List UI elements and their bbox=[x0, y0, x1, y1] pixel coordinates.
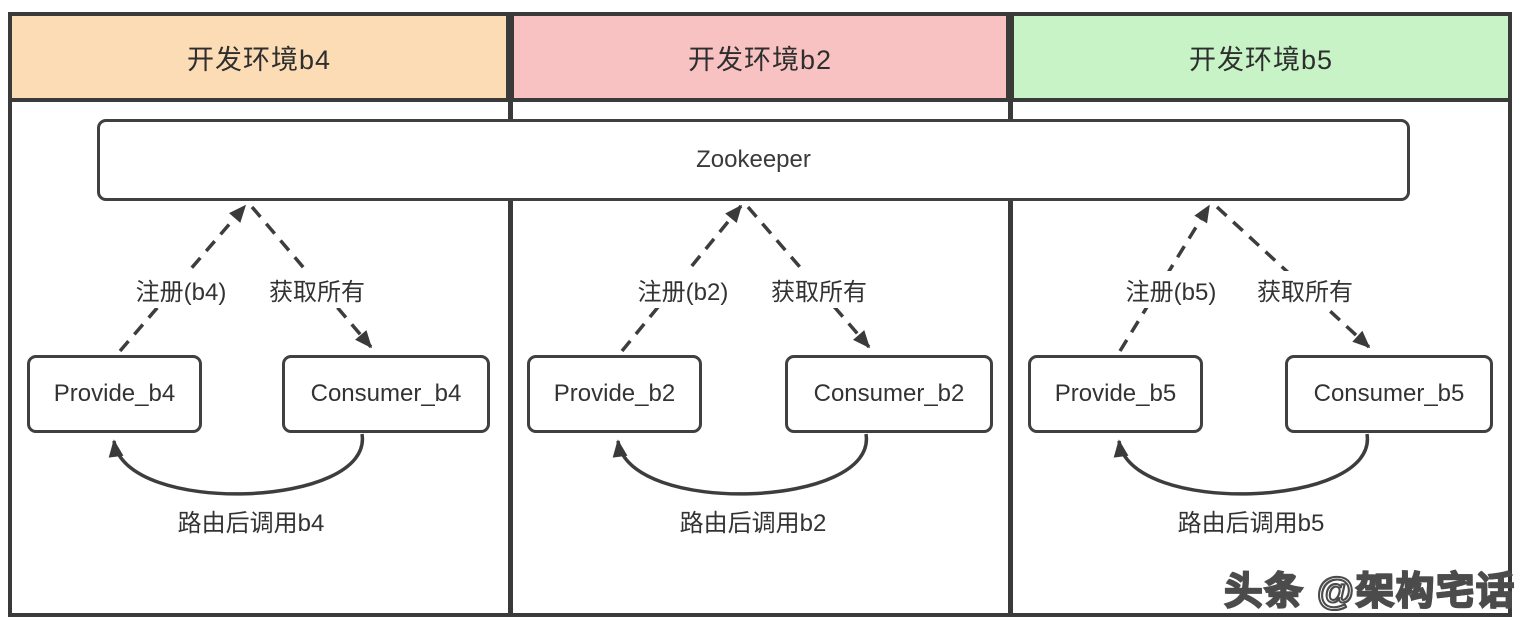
column-divider-1 bbox=[508, 101, 513, 613]
register-label-b5: 注册(b5) bbox=[1121, 271, 1221, 308]
route-label-b2: 路由后调用b2 bbox=[675, 502, 831, 539]
column-divider-2 bbox=[1008, 101, 1013, 613]
fetch-label-b5: 获取所有 bbox=[1253, 271, 1357, 308]
register-label-b2: 注册(b2) bbox=[633, 271, 733, 308]
arrows-col-b5 bbox=[1113, 204, 1371, 496]
register-arrow-b5 bbox=[1118, 204, 1211, 352]
route-label-b4: 路由后调用b4 bbox=[173, 502, 329, 539]
header-env-b2: 开发环境b2 bbox=[510, 12, 1010, 102]
header-env-b5: 开发环境b5 bbox=[1010, 12, 1512, 102]
consumer-b4-box: Consumer_b4 bbox=[282, 355, 490, 433]
route-arrow-b4 bbox=[108, 433, 364, 496]
consumer-b5-box: Consumer_b5 bbox=[1285, 355, 1493, 433]
fetch-arrow-b5 bbox=[1215, 205, 1371, 349]
header-env-b4-label: 开发环境b4 bbox=[186, 44, 332, 75]
provide-b5-box: Provide_b5 bbox=[1028, 355, 1203, 433]
zookeeper-box: Zookeeper bbox=[97, 119, 1410, 201]
provide-b2-box: Provide_b2 bbox=[527, 355, 702, 433]
route-arrow-b5 bbox=[1113, 433, 1369, 496]
register-label-b4: 注册(b4) bbox=[131, 271, 231, 308]
provide-b4-box: Provide_b4 bbox=[27, 355, 202, 433]
header-env-b5-label: 开发环境b5 bbox=[1188, 44, 1334, 75]
fetch-label-b2: 获取所有 bbox=[767, 271, 871, 308]
fetch-label-b4: 获取所有 bbox=[265, 271, 369, 308]
header-env-b4: 开发环境b4 bbox=[8, 12, 510, 102]
arrows-col-b4 bbox=[108, 204, 373, 496]
watermark-text: 头条 @架构宅话 bbox=[1223, 570, 1516, 614]
arrows-col-b2 bbox=[612, 204, 871, 496]
header-env-b2-label: 开发环境b2 bbox=[687, 44, 833, 75]
consumer-b2-box: Consumer_b2 bbox=[785, 355, 993, 433]
zookeeper-label: Zookeeper bbox=[696, 146, 811, 173]
route-arrow-b2 bbox=[612, 433, 868, 496]
route-label-b5: 路由后调用b5 bbox=[1173, 502, 1329, 539]
